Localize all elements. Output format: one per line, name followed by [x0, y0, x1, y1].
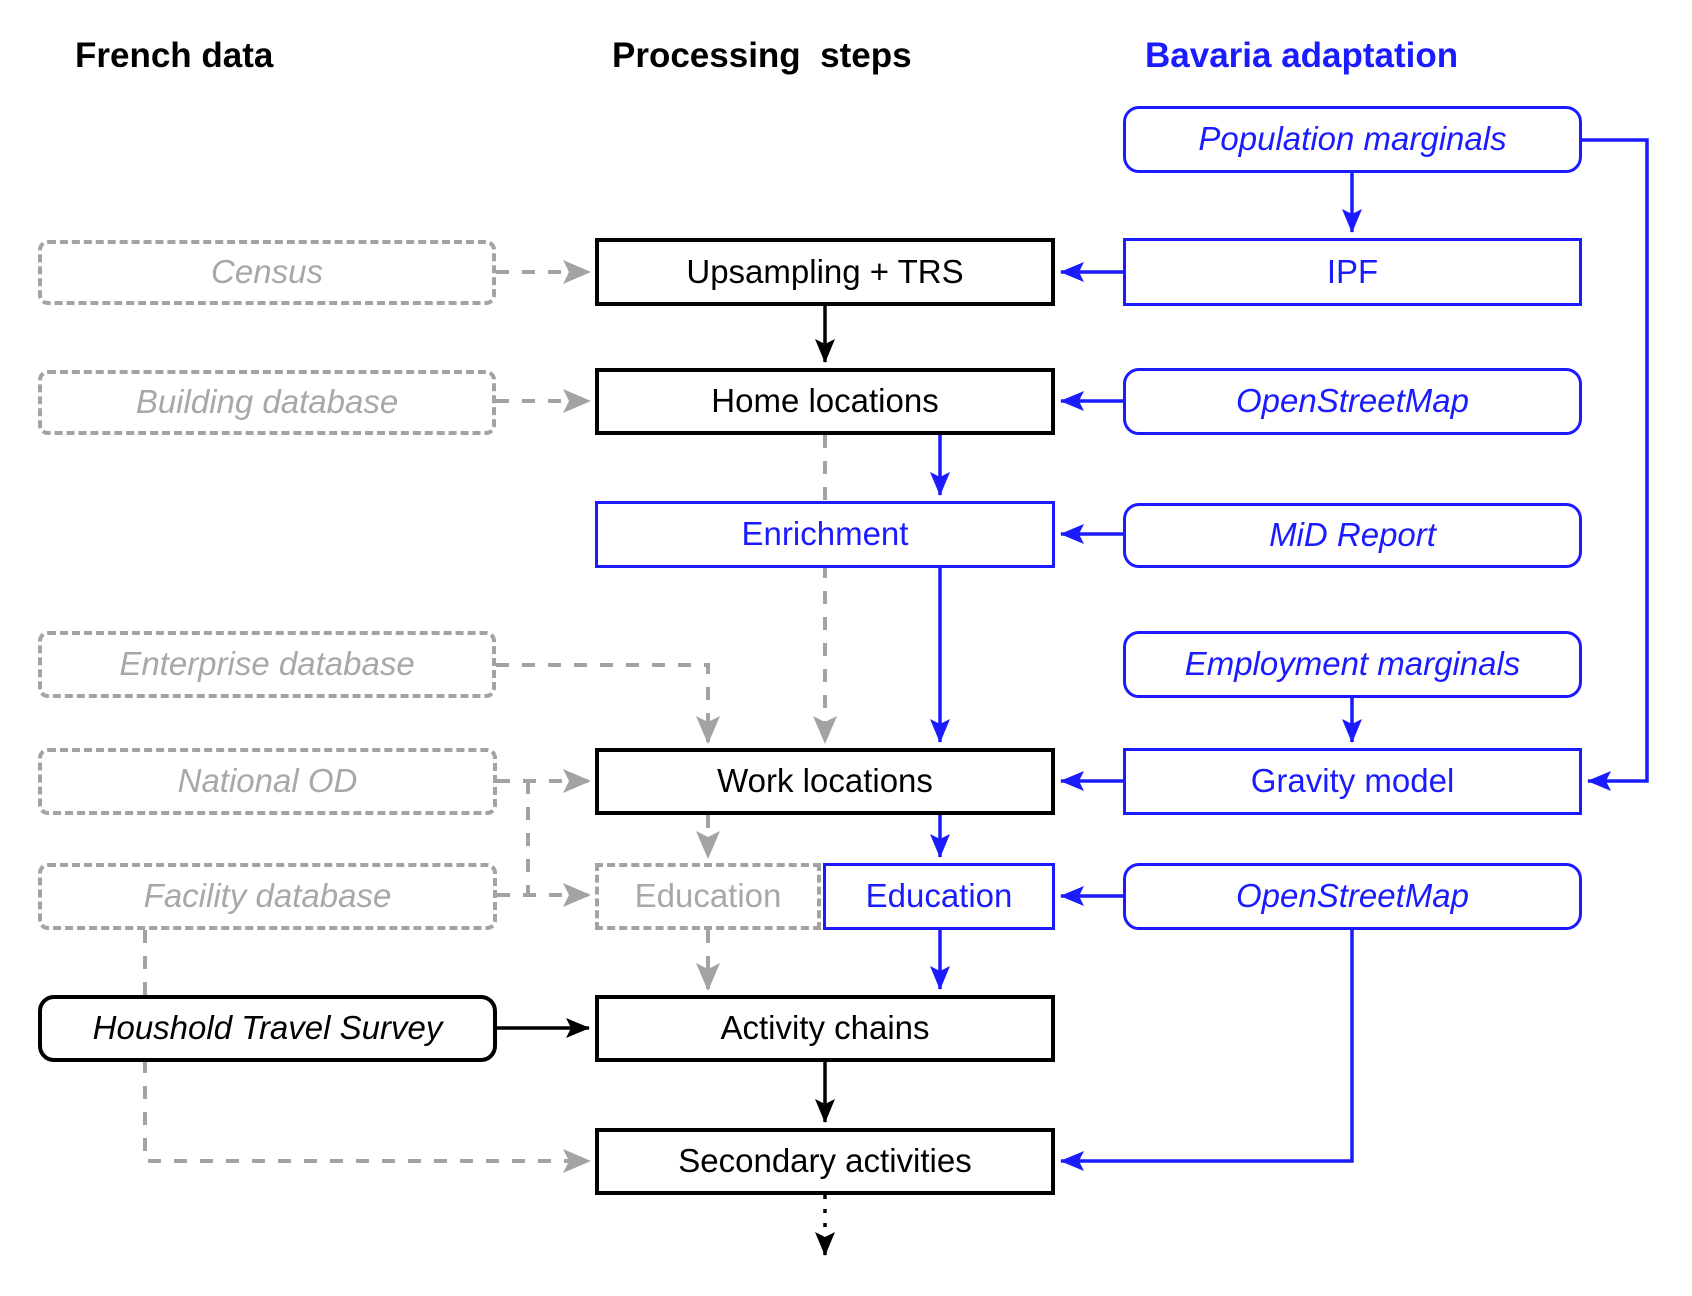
node-employment-marginals-label: Employment marginals [1184, 645, 1521, 683]
header-bavaria-adaptation: Bavaria adaptation [1145, 36, 1459, 75]
node-enterprise-database-label: Enterprise database [119, 645, 415, 683]
node-education-bavaria-label: Education [865, 877, 1013, 915]
node-secondary-activities-label: Secondary activities [678, 1142, 972, 1180]
node-employment-marginals: Employment marginals [1123, 631, 1582, 698]
node-openstreetmap-education: OpenStreetMap [1123, 863, 1582, 930]
node-enrichment-label: Enrichment [741, 515, 909, 553]
node-openstreetmap-home-label: OpenStreetMap [1236, 382, 1469, 420]
node-home-locations: Home locations [595, 368, 1055, 435]
node-education-french: Education [595, 863, 821, 930]
node-ipf: IPF [1123, 238, 1582, 306]
node-enterprise-database: Enterprise database [38, 631, 496, 698]
node-facility-database-label: Facility database [143, 877, 392, 915]
node-national-od: National OD [38, 748, 497, 815]
node-mid-report: MiD Report [1123, 503, 1582, 568]
node-secondary-activities: Secondary activities [595, 1128, 1055, 1195]
header-processing-steps: Processing steps [612, 36, 912, 75]
node-enrichment: Enrichment [595, 501, 1055, 568]
node-household-travel-survey: Houshold Travel Survey [38, 995, 497, 1062]
node-census-label: Census [211, 253, 323, 291]
node-gravity-model: Gravity model [1123, 748, 1582, 815]
node-gravity-model-label: Gravity model [1250, 762, 1455, 800]
node-education-bavaria: Education [823, 863, 1055, 930]
node-work-locations-label: Work locations [717, 762, 933, 800]
node-census: Census [38, 240, 496, 305]
node-openstreetmap-education-label: OpenStreetMap [1236, 877, 1469, 915]
connector-enterprise-to-work [496, 663, 720, 744]
node-upsampling-trs-label: Upsampling + TRS [686, 252, 964, 290]
header-french-data: French data [75, 36, 274, 75]
node-building-database-label: Building database [135, 383, 399, 421]
node-population-marginals-label: Population marginals [1198, 120, 1507, 158]
connector-facility-to-secondary [143, 930, 591, 1173]
node-activity-chains-label: Activity chains [720, 1009, 930, 1047]
node-work-locations: Work locations [595, 748, 1055, 815]
node-mid-report-label: MiD Report [1269, 516, 1436, 554]
connector-population-to-gravity [1582, 138, 1649, 791]
connector-osm-to-secondary [1060, 930, 1354, 1171]
node-ipf-label: IPF [1326, 252, 1379, 290]
node-building-database: Building database [38, 370, 496, 435]
node-openstreetmap-home: OpenStreetMap [1123, 368, 1582, 435]
node-activity-chains: Activity chains [595, 995, 1055, 1062]
node-national-od-label: National OD [177, 762, 358, 800]
node-facility-database: Facility database [38, 863, 497, 930]
node-education-french-label: Education [634, 877, 782, 915]
node-population-marginals: Population marginals [1123, 106, 1582, 173]
node-home-locations-label: Home locations [711, 382, 939, 420]
node-household-travel-survey-label: Houshold Travel Survey [92, 1009, 443, 1047]
node-upsampling-trs: Upsampling + TRS [595, 238, 1055, 306]
